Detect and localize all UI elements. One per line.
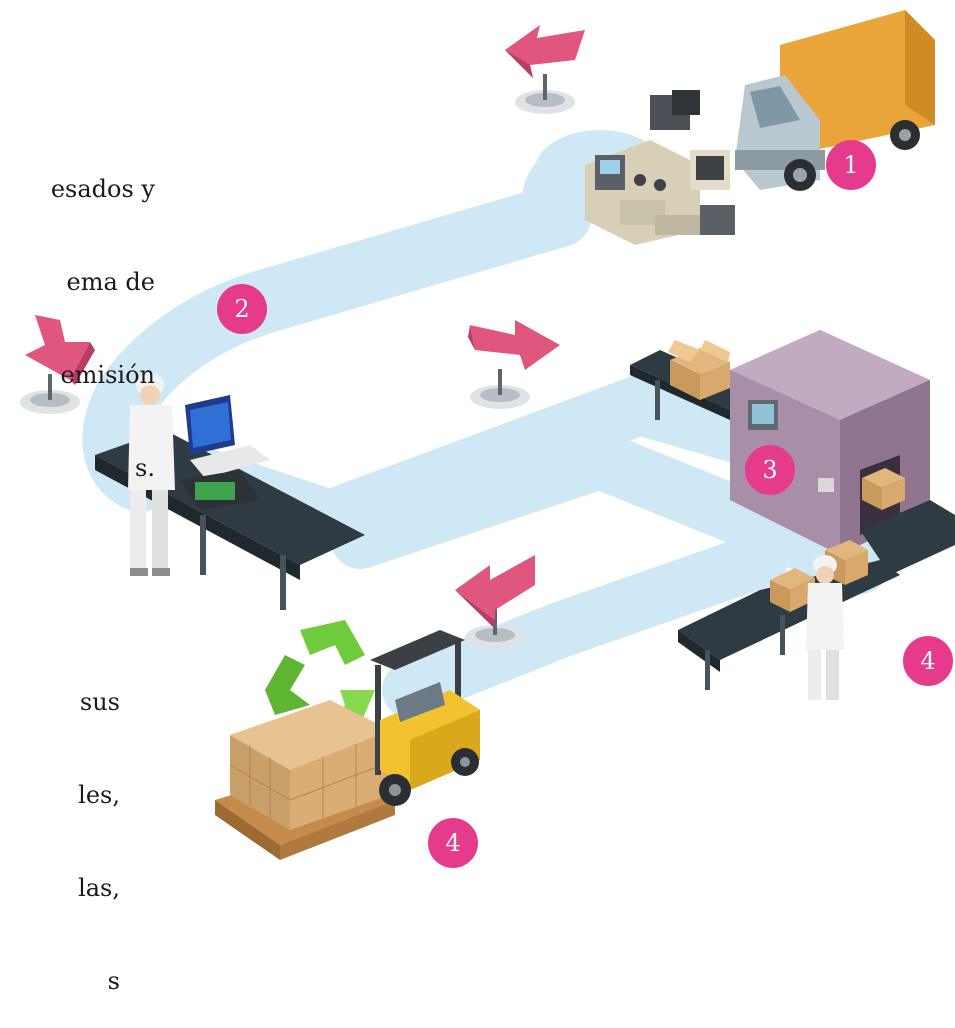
direction-arrow-icon (468, 320, 560, 409)
description-text-bottom: sus les, las, s (0, 625, 120, 1028)
description-text-top: esados y ema de emisión s. (0, 112, 155, 515)
step-badge-4-bottom: 4 (428, 818, 478, 868)
step-badge-4-right: 4 (903, 636, 953, 686)
worker-icon (128, 373, 175, 576)
text-line: esados y (50, 175, 155, 203)
step-badge-3: 3 (745, 445, 795, 495)
direction-arrow-icon (505, 25, 585, 114)
boxes-icon (668, 340, 730, 400)
worker-icon (806, 555, 844, 700)
text-line: les, (78, 781, 120, 809)
text-line: las, (78, 874, 120, 902)
text-line: emisión (60, 361, 155, 389)
truck-icon (735, 10, 935, 191)
text-line: ema de (66, 268, 155, 296)
text-line: s (107, 967, 120, 995)
step-badge-1: 1 (826, 140, 876, 190)
forklift-icon (370, 630, 480, 806)
step-badge-2: 2 (217, 284, 267, 334)
text-line: s. (135, 454, 155, 482)
text-line: sus (79, 688, 120, 716)
computer-icon (180, 395, 270, 510)
direction-arrow-icon (455, 555, 535, 649)
process-scene (20, 10, 955, 860)
boxes-icon (862, 468, 905, 510)
electronics-pile-icon (585, 90, 735, 245)
boxes-icon (229, 700, 391, 830)
direction-arrow-icon (20, 315, 95, 414)
